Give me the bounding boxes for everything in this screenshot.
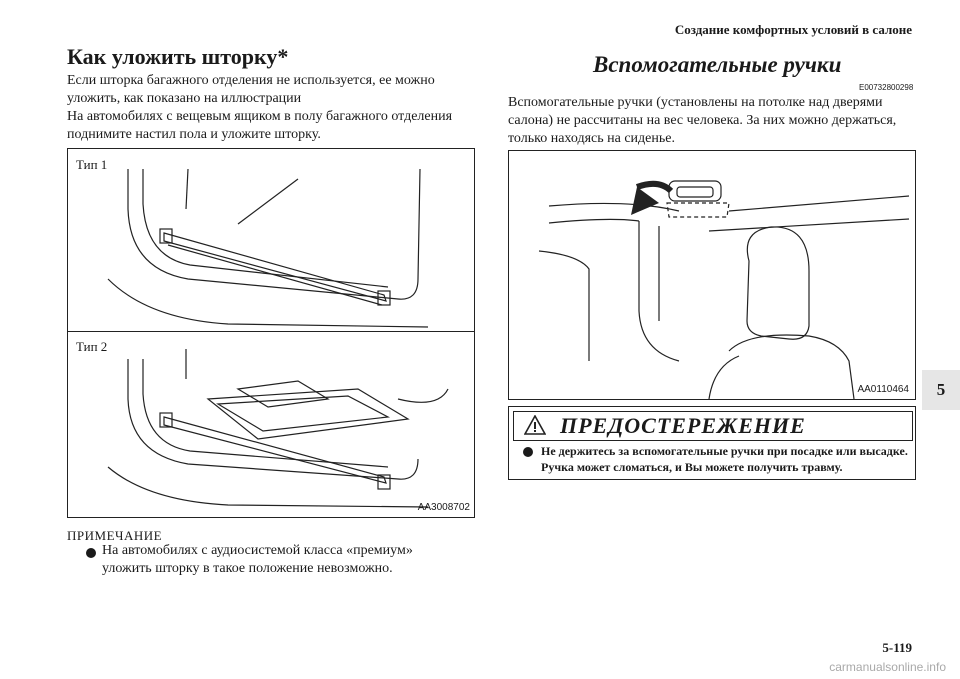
type2-label: Тип 2 (76, 339, 108, 354)
section-code: E00732800298 (859, 83, 914, 92)
chapter-tab: 5 (922, 370, 960, 410)
site-watermark: carmanualsonline.info (829, 660, 946, 674)
warning-title: ПРЕДОСТЕРЕЖЕНИЕ (560, 413, 806, 438)
note-heading: ПРИМЕЧАНИЕ (67, 528, 163, 543)
warning-title-bar: ПРЕДОСТЕРЕЖЕНИЕ (513, 411, 913, 441)
warning-triangle-icon (524, 415, 546, 435)
warning-box: ПРЕДОСТЕРЕЖЕНИЕ Не держитесь за вспомога… (508, 406, 916, 480)
section-header: Создание комфортных условий в салоне (674, 22, 912, 37)
figure-code: AA3008702 (417, 502, 470, 513)
figure-divider (68, 331, 474, 332)
cover-stow-heading: Как уложить шторку* (67, 44, 289, 69)
warning-bullet (523, 447, 533, 457)
note-item: На автомобилях с аудиосистемой класса «п… (102, 543, 413, 576)
page-number: 5-119 (882, 640, 912, 655)
cargo-cover-illustration (107, 168, 449, 508)
grab-handles-heading: Вспомогательные ручки (593, 52, 842, 77)
grab-handles-paragraph: Вспомогательные ручки (установлены на по… (508, 95, 897, 146)
warning-item: Не держитесь за вспомогательные ручки пр… (541, 444, 908, 474)
stow-paragraph-1: Если шторка багажного отделения не испол… (67, 73, 435, 106)
grab-figure-code: AA0110464 (857, 384, 909, 395)
grab-handle-illustration (538, 180, 910, 399)
note-bullet (86, 548, 96, 558)
grab-handle-figure: AA0110464 (508, 150, 916, 400)
stow-paragraph-2: На автомобилях с вещевым ящиком в полу б… (67, 109, 453, 142)
cargo-cover-figure: Тип 1 Тип 2 AA3008702 (67, 148, 475, 518)
type1-label: Тип 1 (76, 157, 108, 172)
